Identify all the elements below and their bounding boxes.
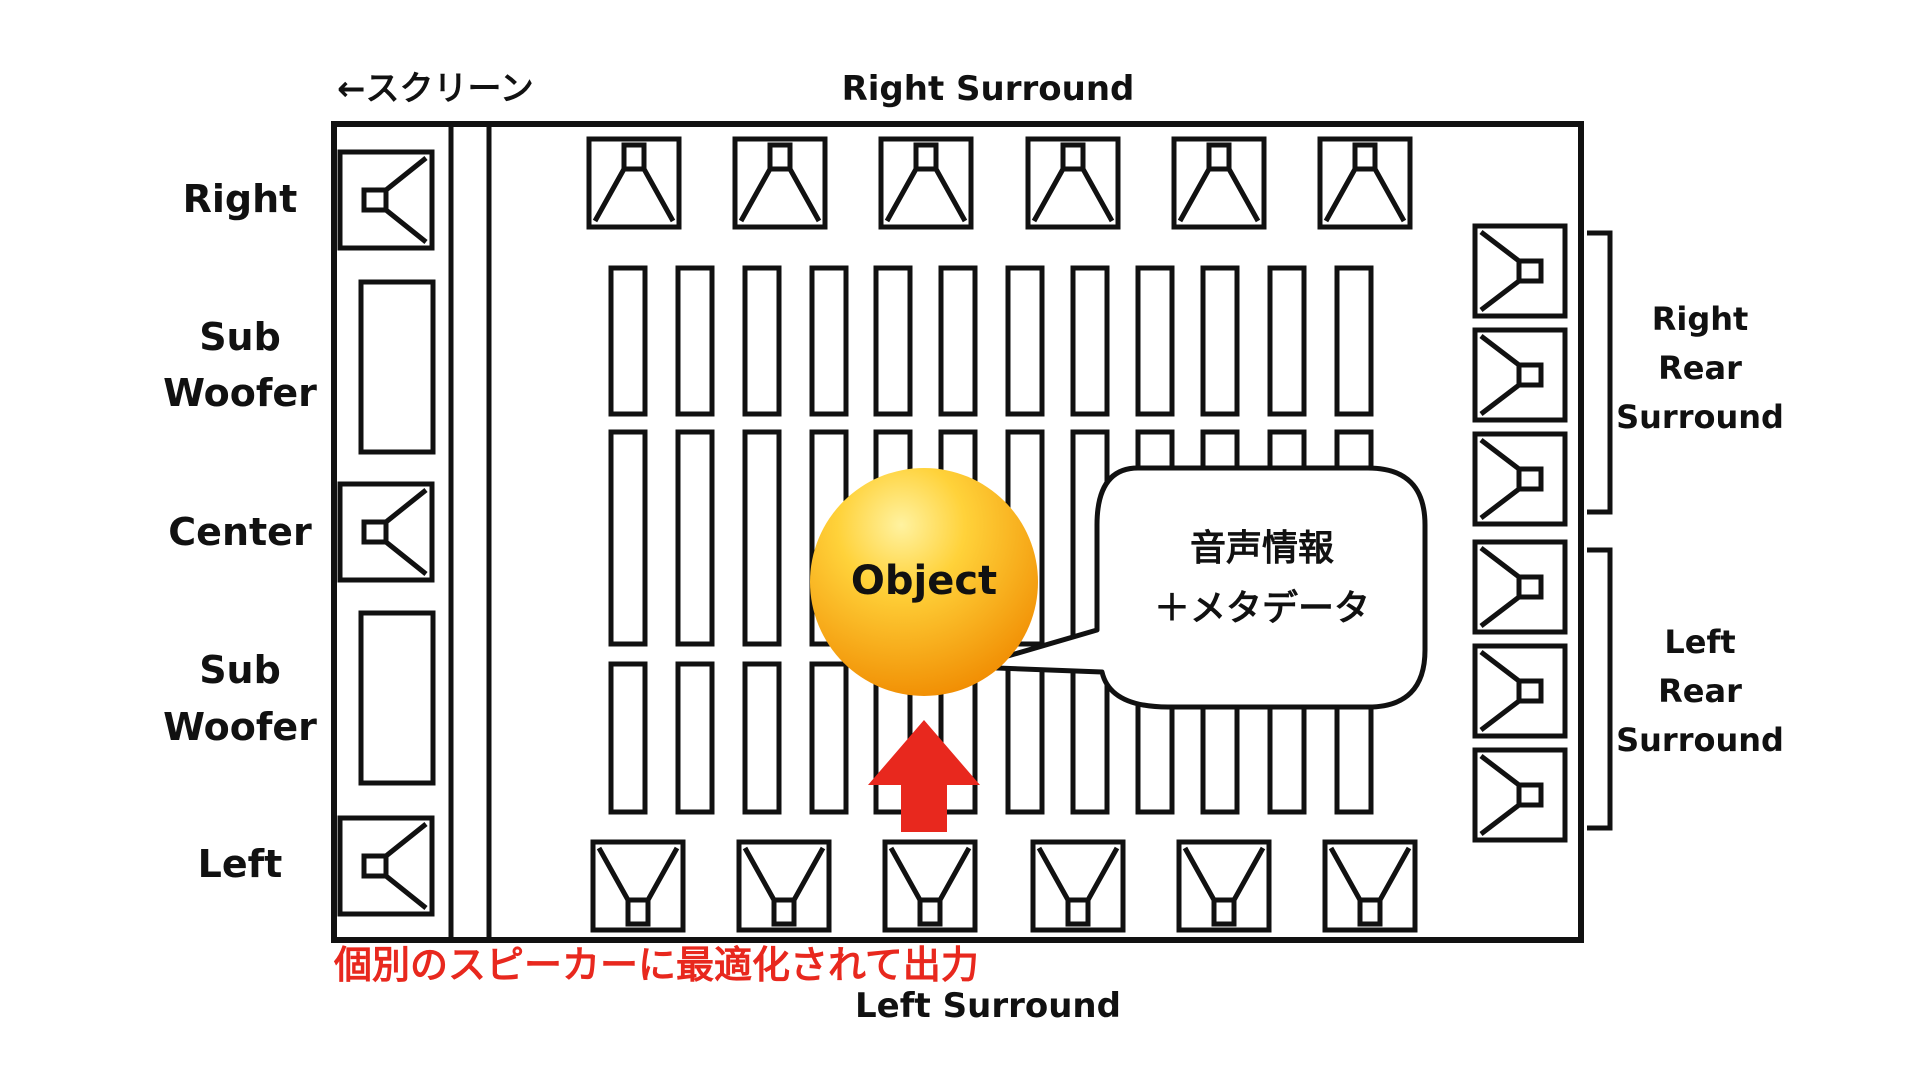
bubble-line-1: 音声情報 (1190, 528, 1334, 569)
bracket-left-rear (1587, 547, 1613, 831)
speaker-right-surround-4 (1025, 136, 1121, 230)
speaker-right-surround-1 (586, 136, 682, 230)
seat (675, 429, 715, 647)
subwoofer-top (358, 279, 436, 455)
label-left-rear-1: Left (1664, 623, 1735, 661)
speaker-right-surround-2 (732, 136, 828, 230)
seat (1200, 265, 1240, 417)
top-label: Right Surround (842, 69, 1135, 109)
label-left-rear-3: Surround (1616, 721, 1784, 759)
seat (742, 429, 782, 647)
front-speakers (337, 149, 435, 917)
label-sub-top-2: Woofer (163, 371, 317, 415)
speaker-right-surround-3 (878, 136, 974, 230)
label-left: Left (198, 842, 283, 886)
object-circle (810, 468, 1038, 696)
bracket-right-rear (1587, 230, 1613, 515)
screen-label: ←スクリーン (337, 69, 534, 109)
speaker-rear-surround-3 (1472, 431, 1568, 527)
seat (873, 265, 913, 417)
object-label: Object (851, 558, 997, 604)
speaker-rear-surround-1 (1472, 223, 1568, 319)
output-arrow (868, 720, 980, 832)
speaker-front-right (337, 149, 435, 251)
label-right-rear-2: Rear (1658, 349, 1742, 387)
label-right: Right (183, 177, 298, 221)
caption: 個別のスピーカーに最適化されて出力 (333, 943, 979, 987)
seat (608, 661, 648, 815)
label-sub-bottom-1: Sub (199, 648, 281, 692)
label-sub-bottom-2: Woofer (163, 705, 317, 749)
seat (742, 661, 782, 815)
speaker-left-surround-5 (1176, 839, 1272, 933)
seat (675, 265, 715, 417)
bottom-label: Left Surround (855, 986, 1121, 1026)
speaker-rear-surround-4 (1472, 539, 1568, 635)
subwoofer-bottom (358, 610, 436, 786)
speaker-rear-surround-5 (1472, 643, 1568, 739)
speaker-left-surround-2 (736, 839, 832, 933)
bubble-line-2: ＋メタデータ (1154, 587, 1370, 629)
seat (608, 429, 648, 647)
seat (1005, 661, 1045, 815)
seat (742, 265, 782, 417)
speaker-right-surround-5 (1171, 136, 1267, 230)
seat (938, 265, 978, 417)
speaker-rear-surround-2 (1472, 327, 1568, 423)
label-right-rear-3: Surround (1616, 398, 1784, 436)
label-left-rear-2: Rear (1658, 672, 1742, 710)
speaker-right-surround-6 (1317, 136, 1413, 230)
speaker-center (337, 481, 435, 583)
seat (1005, 265, 1045, 417)
speaker-left-surround-1 (590, 839, 686, 933)
left-surround-speakers (590, 839, 1418, 933)
room-outline (331, 121, 1584, 943)
seat (675, 661, 715, 815)
speech-bubble (967, 465, 1428, 710)
right-surround-speakers (586, 136, 1413, 230)
speaker-front-left (337, 815, 435, 917)
rear-surround-speakers (1472, 223, 1568, 843)
label-sub-top-1: Sub (199, 315, 281, 359)
seat (1135, 265, 1175, 417)
speaker-rear-surround-6 (1472, 747, 1568, 843)
seat (1070, 661, 1110, 815)
speaker-left-surround-3 (882, 839, 978, 933)
speaker-left-surround-4 (1030, 839, 1126, 933)
seat (1070, 265, 1110, 417)
label-center: Center (168, 510, 312, 554)
seat (809, 265, 849, 417)
seat (608, 265, 648, 417)
label-right-rear-1: Right (1652, 300, 1749, 338)
seat (1334, 265, 1374, 417)
seat (1267, 265, 1307, 417)
seat (809, 661, 849, 815)
speaker-left-surround-6 (1322, 839, 1418, 933)
